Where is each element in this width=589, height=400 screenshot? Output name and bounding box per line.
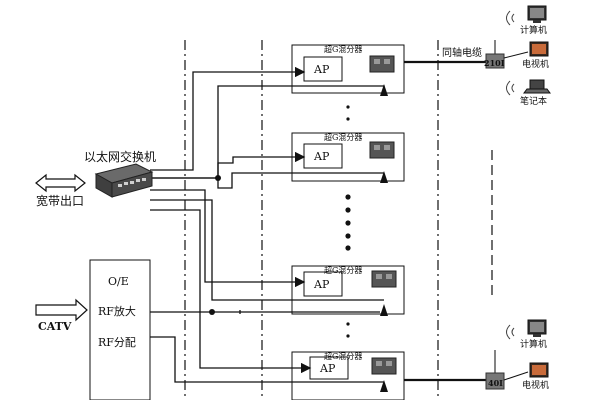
splitter-label-1: 超G混分器 [324,44,362,54]
modem-label-top: 210I [484,58,505,68]
oe-label: O/E [108,275,129,288]
coax-lines [404,60,490,382]
separator-lines [184,40,439,400]
catv-label: CATV [38,320,72,333]
device-links [503,51,529,381]
coax-label: 同轴电缆 [442,46,482,59]
catv-arrow-icon [35,298,88,322]
ethernet-lines [150,66,385,374]
junction-dots [209,175,221,315]
computer-label-top: 计算机 [520,24,547,36]
laptop-icon [523,79,551,94]
ethernet-switch-icon [94,163,154,198]
splitter-input-arrows [380,84,388,392]
splitter-device-icon [369,55,397,375]
modem-label-bottom: 40I [488,378,503,388]
ap-label-4: AP [319,362,336,375]
laptop-label: 笔记本 [520,95,547,107]
catv-processor-box [89,259,151,400]
ap-label-2: AP [313,150,330,163]
splitter-label-2: 超G混分器 [324,132,362,142]
ap-boxes [303,56,349,380]
tv-label-bottom: 电视机 [522,379,549,391]
broadband-out-label: 宽带出口 [36,193,84,208]
ap-label-3: AP [313,278,330,291]
rf-dist-label: RF分配 [98,336,136,349]
ethernet-switch-label: 以太网交换机 [84,149,156,164]
splitter-label-3: 超G混分器 [324,265,362,275]
wireless-icons [506,10,515,340]
tv-label-top: 电视机 [522,58,549,70]
tv-icon [529,41,549,378]
ellipsis-dots [345,105,351,338]
ap-label-1: AP [313,63,330,76]
splitter-label-4: 超G混分器 [324,351,362,361]
rf-amp-label: RF放大 [98,304,136,318]
catv-lines [150,310,384,383]
computer-label-bottom: 计算机 [520,338,547,350]
modem-icon [485,40,505,390]
computer-icon [527,5,547,337]
double-arrow-icon [35,173,86,193]
